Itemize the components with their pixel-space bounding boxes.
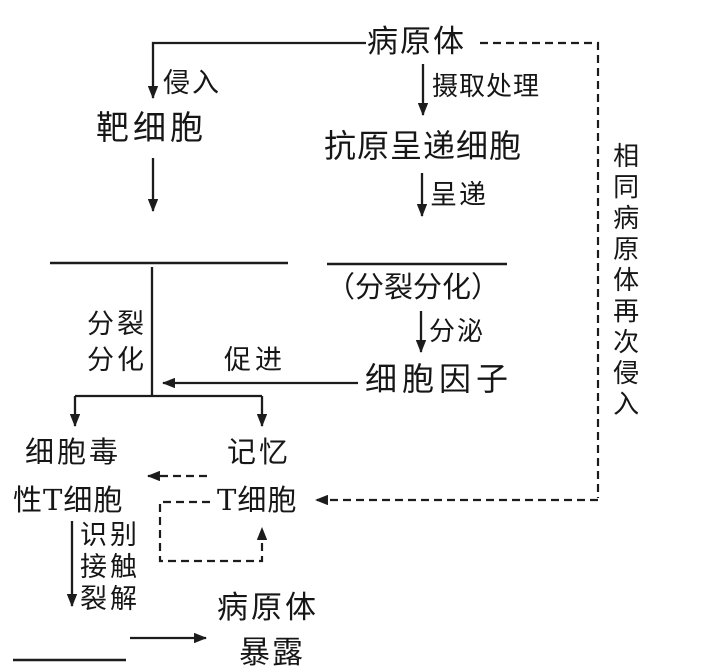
node-pathogen-exposed-line2: 暴露	[239, 635, 305, 670]
edge-label-ingest-process: 摄取处理	[432, 72, 541, 102]
edge-label-lyse: 裂解	[80, 584, 140, 615]
edge-label-contact: 接触	[80, 552, 140, 583]
edge-label-secrete: 分泌	[429, 317, 486, 347]
edge-label-present: 呈递	[430, 180, 488, 211]
node-target-cell: 靶细胞	[96, 108, 207, 147]
node-divide-differentiate-paren: （分裂分化）	[326, 270, 501, 304]
dashed-line-reinvade-path	[480, 41, 600, 498]
node-antigen-presenting-cell: 抗原呈递细胞	[324, 127, 523, 165]
node-memory-t-line1: 记忆	[227, 435, 292, 469]
node-cytotoxic-t-line1: 细胞毒	[25, 435, 122, 469]
node-cytokine: 细胞因子	[365, 360, 514, 398]
edge-label-recognize: 识别	[80, 520, 140, 551]
node-pathogen-top: 病原体	[367, 24, 466, 60]
edge-label-divide: 分裂	[87, 309, 147, 340]
node-pathogen-exposed-line1: 病原体	[217, 590, 319, 626]
node-memory-t-line2: T细胞	[217, 483, 298, 517]
edge-label-invade: 侵入	[163, 68, 221, 99]
dashed-loop-memory-t-self	[158, 500, 268, 563]
arrow-invade	[147, 41, 366, 100]
node-cytotoxic-t-line2: 性T细胞	[13, 483, 124, 517]
edge-label-promote: 促进	[224, 345, 286, 376]
edge-label-differentiate: 分化	[87, 345, 147, 376]
edge-label-reinvade-vertical: 相同病原体再次侵入	[608, 142, 639, 421]
